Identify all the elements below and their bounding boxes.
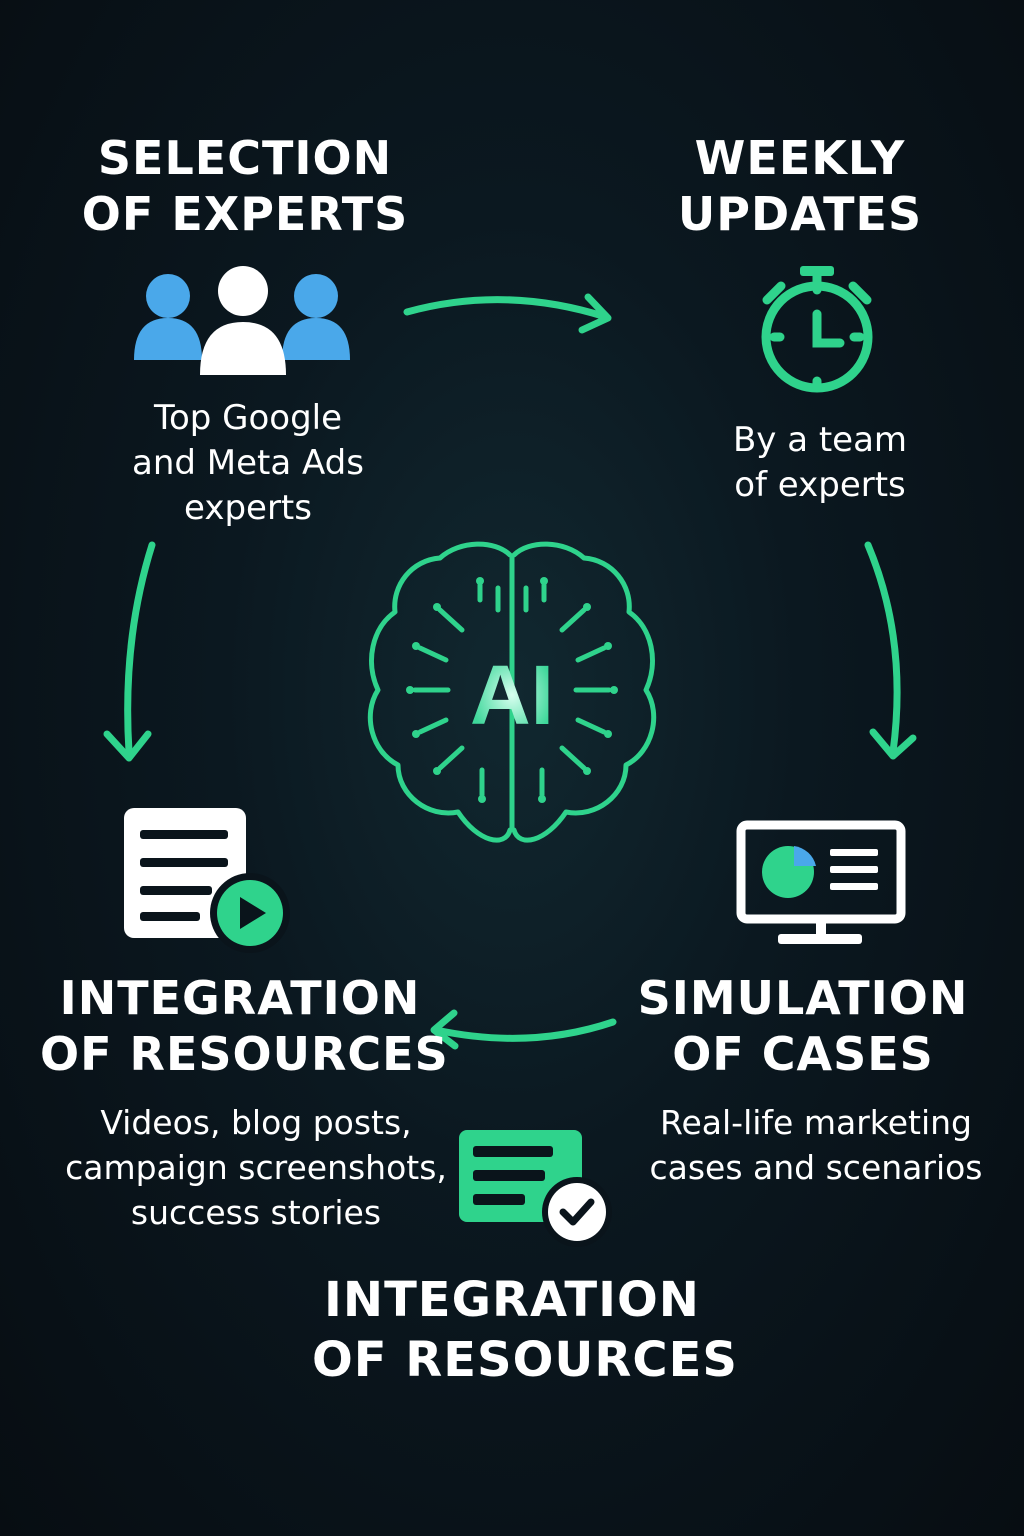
monitor-chart-icon: [736, 820, 906, 944]
arrow-left: [103, 541, 156, 762]
brain-icon: [367, 541, 657, 843]
selection-desc-line3: experts: [184, 488, 312, 528]
simulation-title: SIMULATION OF CASES: [603, 970, 1003, 1082]
ai-label: AI: [470, 648, 554, 742]
integration-title-line2: OF RESOURCES: [40, 1027, 449, 1081]
simulation-desc-line1: Real-life marketing: [660, 1103, 972, 1142]
weekly-description: By a team of experts: [620, 418, 1020, 508]
bottom-title-line1: INTEGRATION: [324, 1272, 700, 1328]
selection-description: Top Google and Meta Ads experts: [48, 396, 448, 531]
arrow-right: [864, 541, 917, 760]
simulation-desc-line2: cases and scenarios: [649, 1148, 983, 1187]
stopwatch-icon: [761, 266, 873, 393]
integration-desc-line3: success stories: [130, 1193, 382, 1232]
integration-title: INTEGRATION OF RESOURCES: [40, 970, 449, 1082]
weekly-title-line1: WEEKLY: [694, 131, 906, 185]
integration-desc-line2: campaign screenshots,: [65, 1148, 447, 1187]
weekly-desc-line2: of experts: [734, 465, 906, 505]
arrow-top: [403, 293, 612, 334]
checklist-icon: [459, 1130, 612, 1247]
simulation-title-line2: OF CASES: [672, 1027, 934, 1081]
selection-desc-line2: and Meta Ads: [132, 443, 364, 483]
people-group-icon: [134, 266, 350, 375]
arrow-bottom: [430, 1009, 617, 1050]
bottom-title-line2: OF RESOURCES: [312, 1332, 738, 1388]
document-video-icon: [124, 808, 290, 953]
weekly-title-line2: UPDATES: [677, 187, 923, 241]
selection-title-line2: OF EXPERTS: [81, 187, 409, 241]
bottom-title: INTEGRATION OF RESOURCES: [312, 1270, 738, 1390]
simulation-title-line1: SIMULATION: [637, 971, 969, 1025]
integration-description: Videos, blog posts, campaign screenshots…: [46, 1100, 466, 1235]
selection-title: SELECTION OF EXPERTS: [45, 130, 445, 242]
selection-desc-line1: Top Google: [153, 398, 343, 438]
selection-title-line1: SELECTION: [97, 131, 393, 185]
integration-desc-line1: Videos, blog posts,: [100, 1103, 412, 1142]
integration-title-line1: INTEGRATION: [59, 971, 421, 1025]
weekly-title: WEEKLY UPDATES: [600, 130, 1000, 242]
weekly-desc-line1: By a team: [732, 420, 908, 460]
simulation-description: Real-life marketing cases and scenarios: [616, 1100, 1016, 1190]
